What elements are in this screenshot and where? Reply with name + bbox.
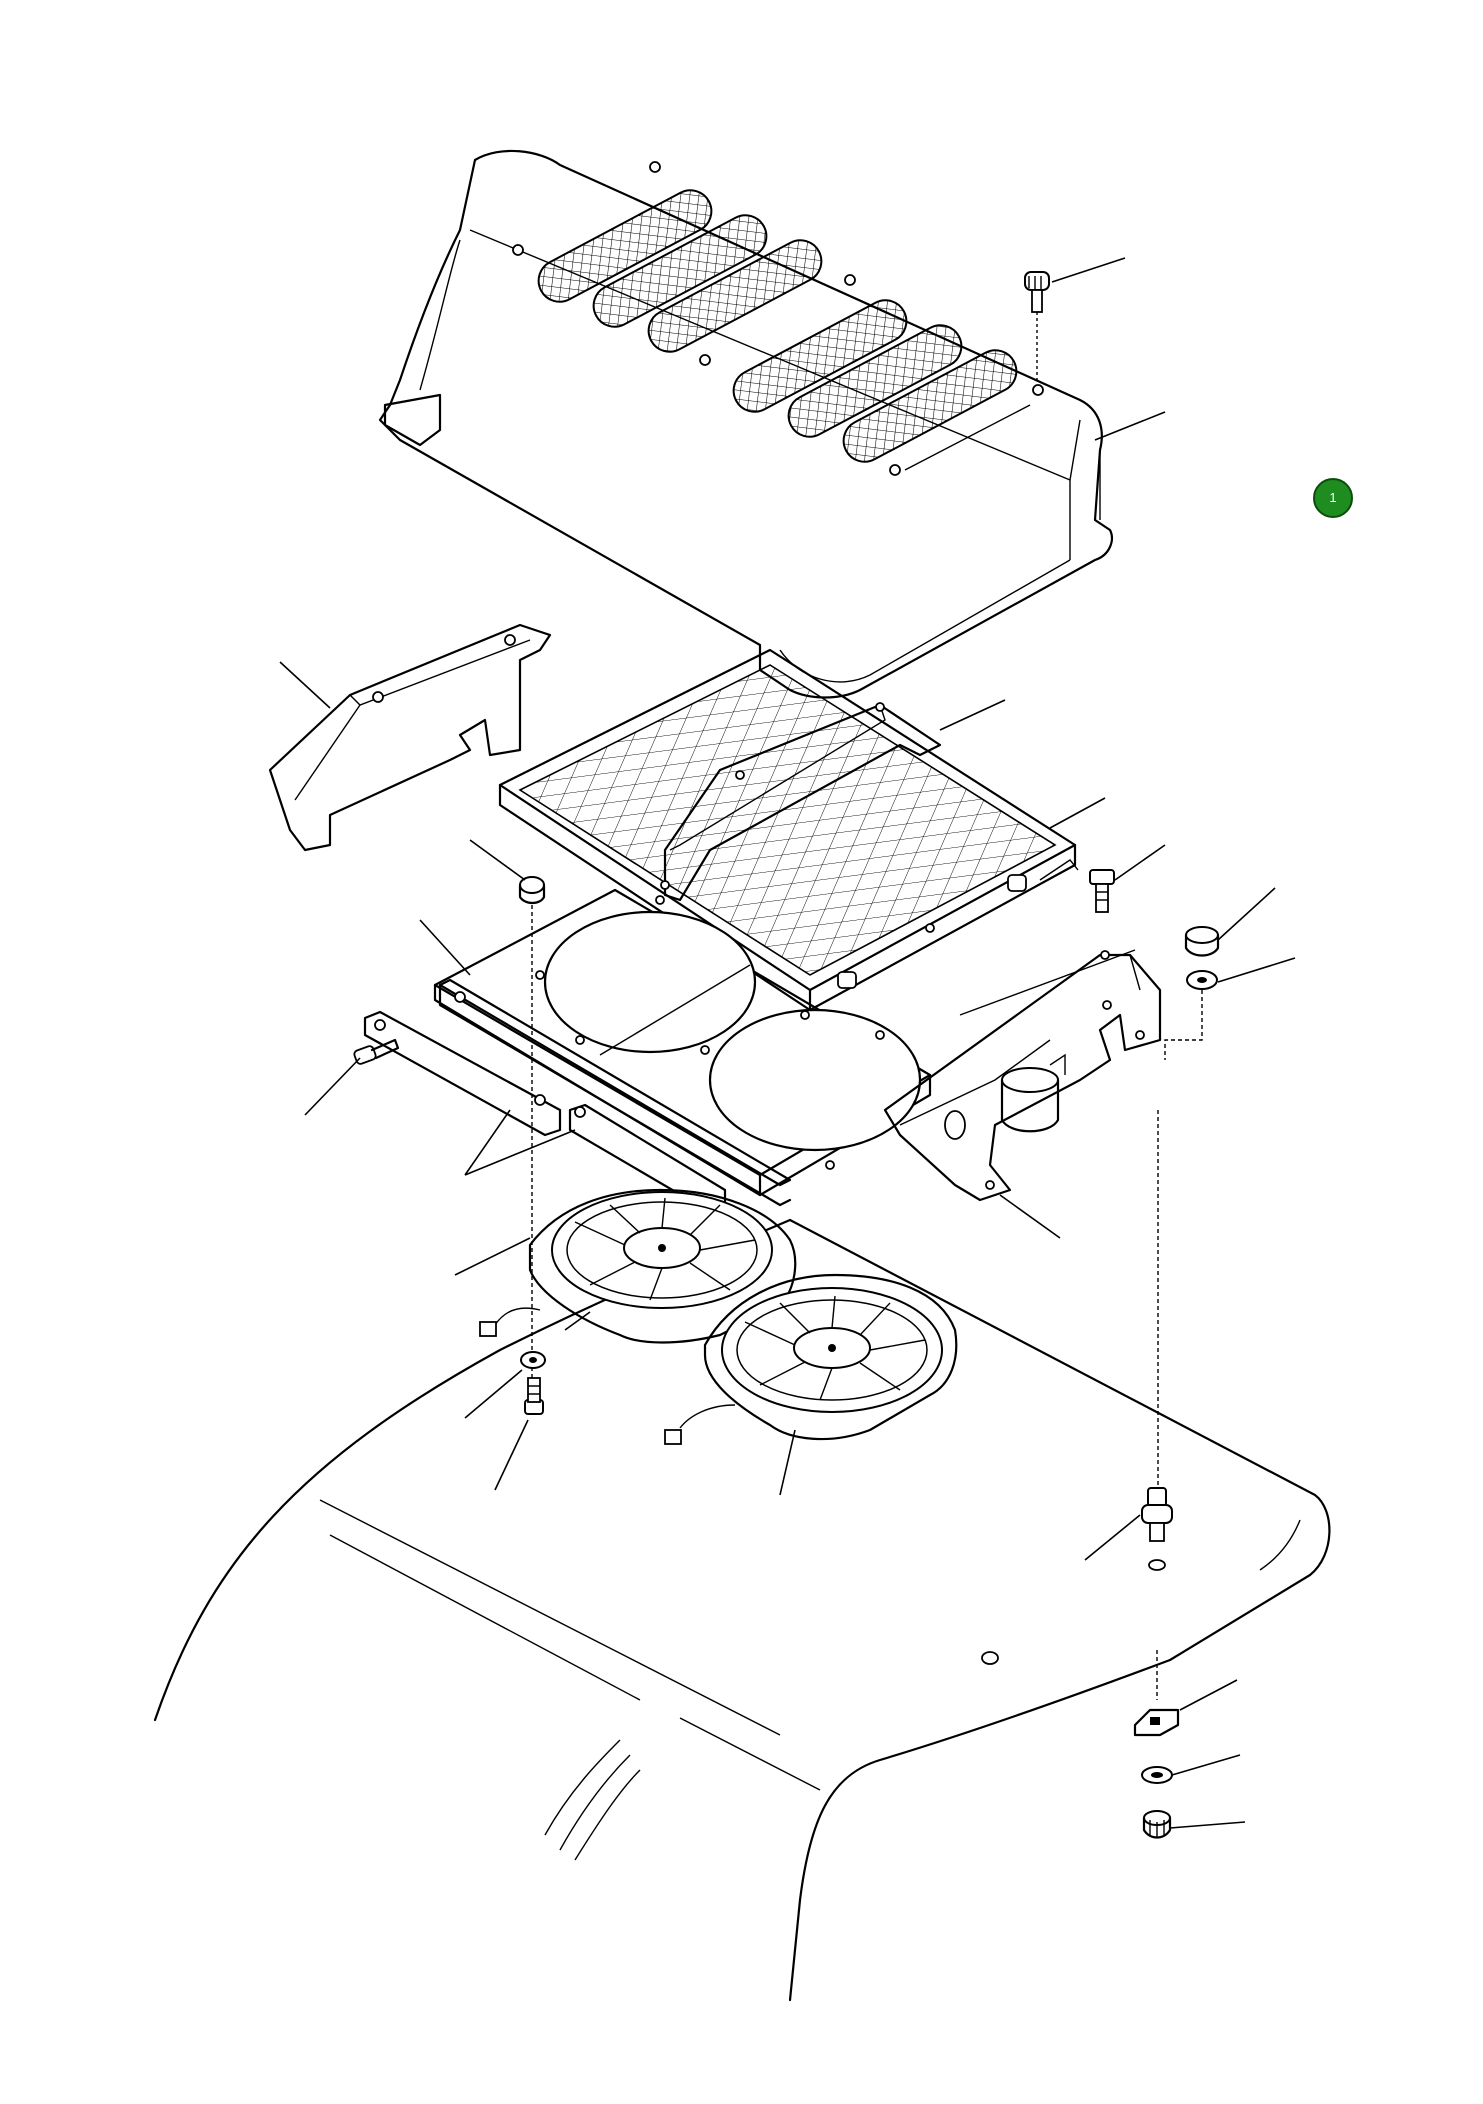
stud	[1141, 1110, 1173, 1700]
left-bracket	[268, 623, 552, 852]
upper-left-nut	[518, 876, 546, 1410]
upper-right-nut	[1184, 926, 1220, 957]
hose-clamp	[1000, 1053, 1066, 1133]
lower-clip	[1133, 1708, 1180, 1737]
right-bolt	[1089, 869, 1115, 913]
lower-nut	[1142, 1810, 1172, 1839]
fan-right	[664, 1273, 958, 1445]
leader-lines	[279, 257, 1296, 1829]
mounting-strips	[363, 978, 792, 1214]
cover-screw	[1024, 271, 1050, 380]
lower-washer	[520, 1351, 546, 1369]
fan-frame	[433, 888, 932, 1197]
fan-left	[479, 1188, 797, 1344]
side-screw	[353, 1038, 400, 1065]
top-clamp-bracket	[660, 702, 942, 902]
upper-right-washer	[1164, 970, 1218, 1060]
condenser-fittings	[837, 874, 1027, 989]
lower-washer-2	[1141, 1766, 1173, 1784]
right-bracket	[883, 949, 1162, 1202]
condenser	[498, 648, 1079, 1012]
upper-cover	[378, 149, 1113, 699]
lower-bolt	[524, 1377, 544, 1415]
callout-badge[interactable]: 1	[1313, 478, 1353, 518]
